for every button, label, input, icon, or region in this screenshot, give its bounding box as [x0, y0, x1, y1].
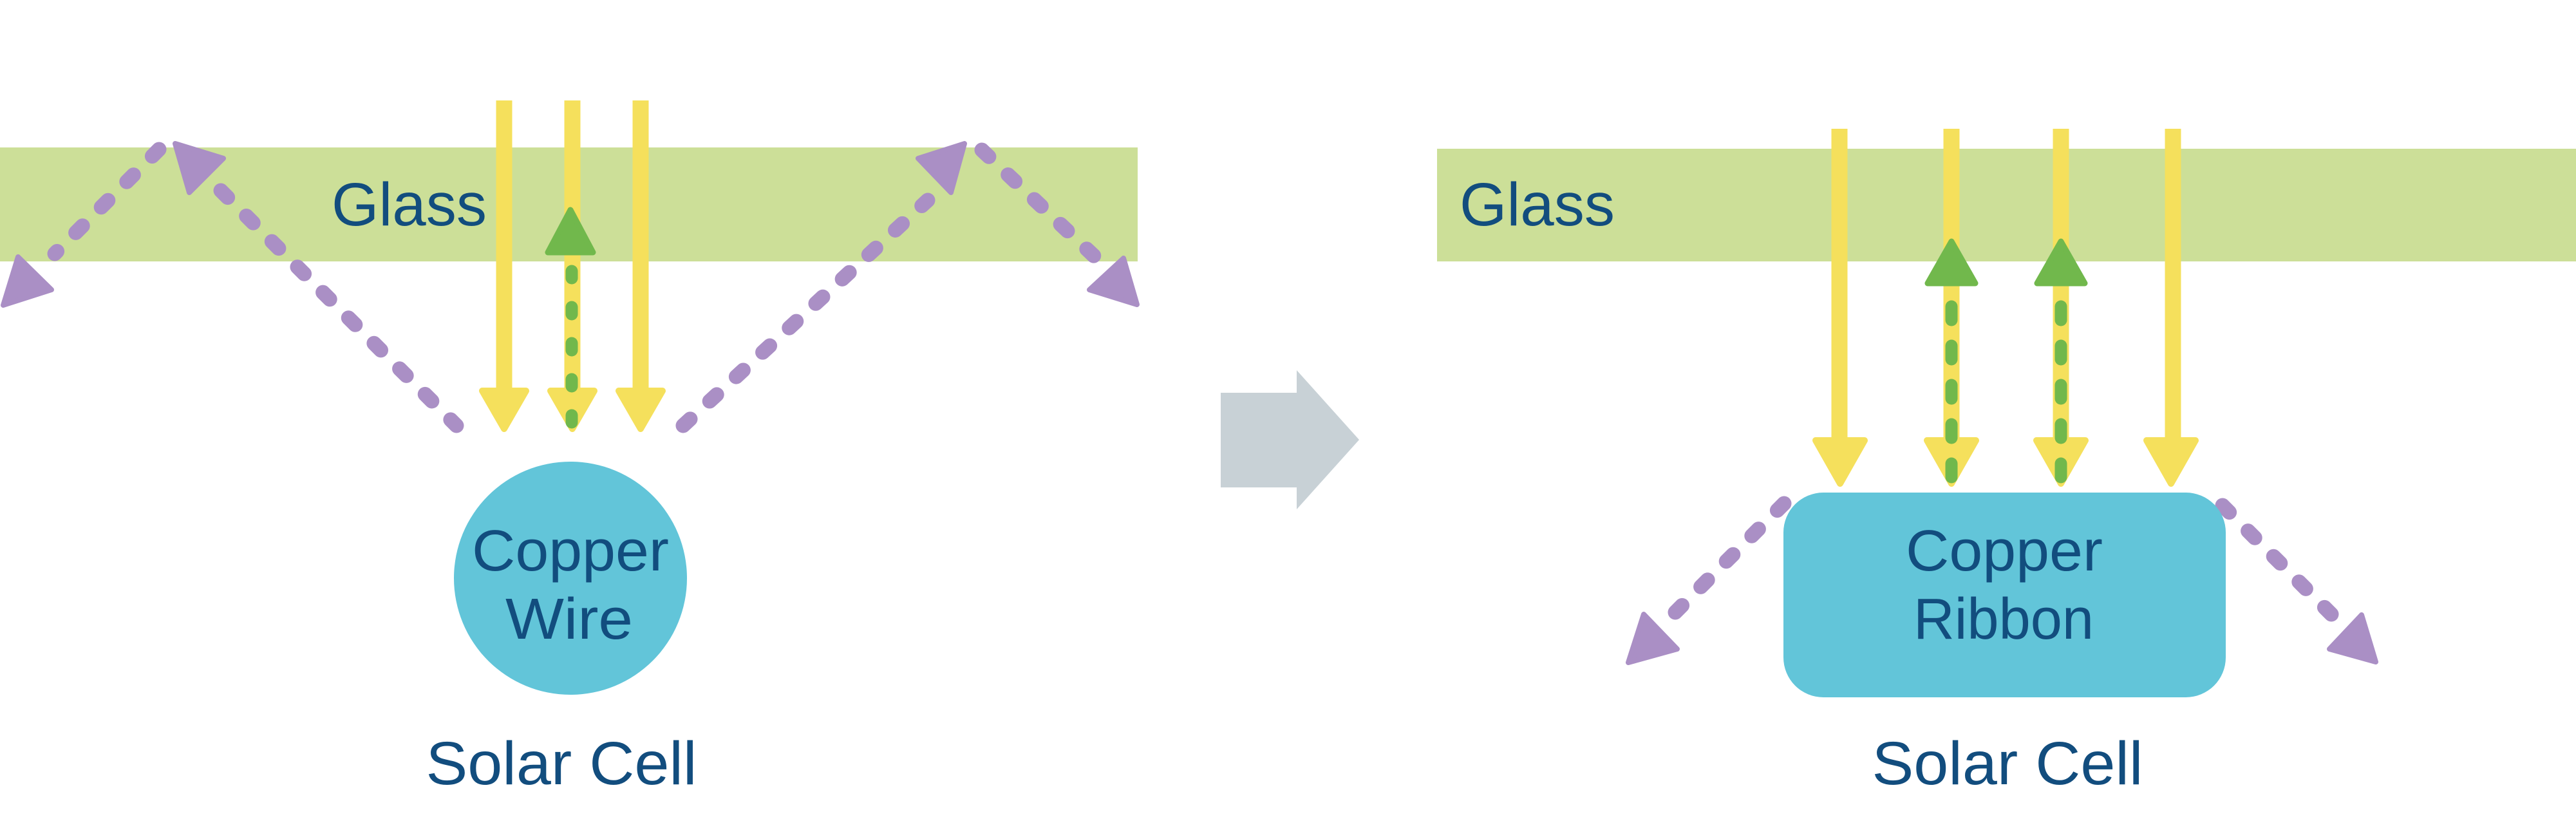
svg-text:Copper: Copper: [472, 519, 669, 583]
svg-text:Solar Cell: Solar Cell: [1872, 730, 2143, 798]
svg-text:Wire: Wire: [505, 587, 633, 652]
svg-text:Glass: Glass: [1460, 171, 1615, 239]
svg-text:Glass: Glass: [332, 171, 487, 239]
svg-text:Solar Cell: Solar Cell: [426, 730, 697, 798]
svg-text:Copper: Copper: [1906, 519, 2103, 583]
svg-text:Ribbon: Ribbon: [1913, 587, 2094, 652]
